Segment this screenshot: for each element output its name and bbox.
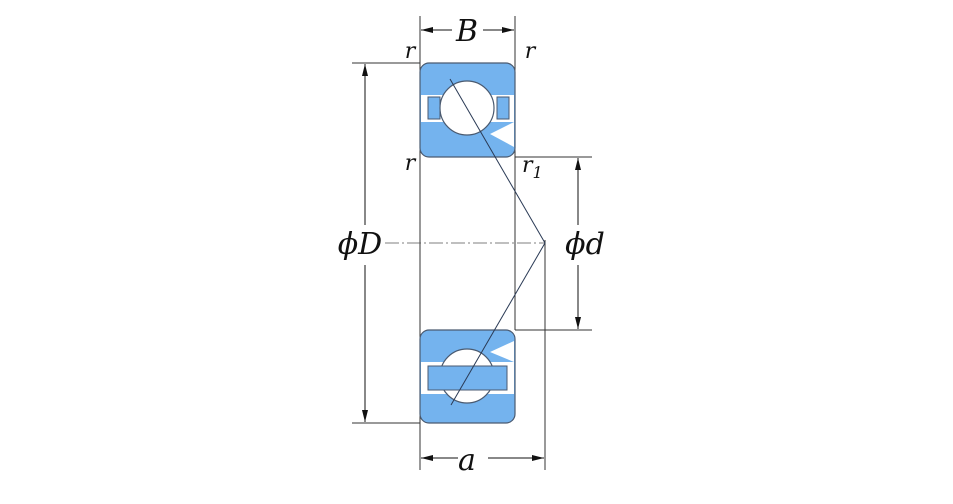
- bore-diameter-label: ϕd: [565, 227, 605, 262]
- width-label: B: [455, 14, 478, 49]
- dimension-arrows: [362, 27, 581, 461]
- radius-inner-r: r: [522, 153, 534, 178]
- outer-diameter-label: ϕD: [338, 227, 383, 262]
- radius-label-top-left: r: [405, 39, 417, 64]
- radius-label-inner: r1: [522, 153, 543, 182]
- radius-inner-subscript: 1: [533, 163, 543, 182]
- radius-label-top-right: r: [525, 39, 537, 64]
- contact-lines: [449, 78, 546, 406]
- radius-label-bottom-left: r: [405, 151, 417, 176]
- load-center-label: a: [458, 443, 476, 478]
